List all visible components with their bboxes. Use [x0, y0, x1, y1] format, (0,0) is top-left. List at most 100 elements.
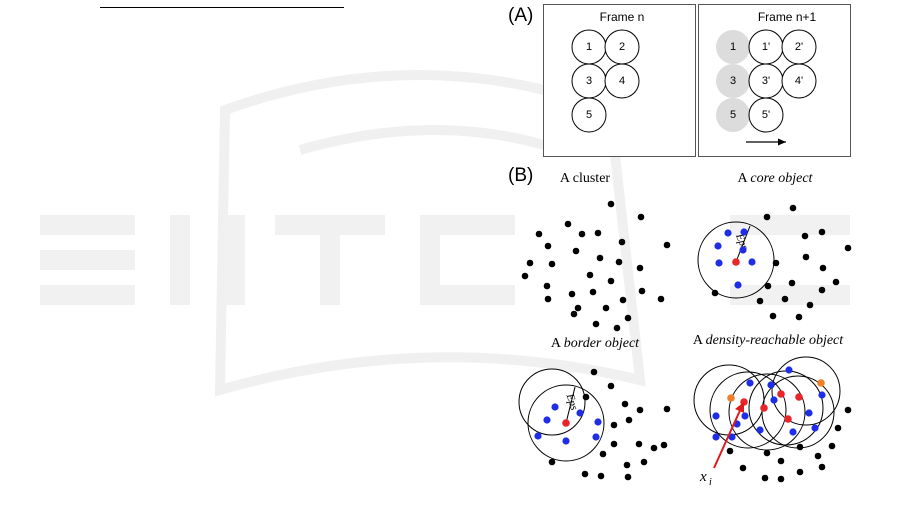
density-neighbor-point: [746, 379, 753, 386]
cluster-point: [569, 291, 576, 298]
core-neighbor-point: [724, 229, 731, 236]
core-noise-point: [712, 290, 719, 297]
border-noise-point: [598, 473, 605, 480]
cluster-point: [597, 255, 604, 262]
density-noise-point: [762, 475, 769, 482]
border-noise-point: [626, 417, 633, 424]
core-neighbor-point: [740, 228, 747, 235]
density-core-point: [784, 415, 792, 423]
border-neighbor-point: [592, 433, 599, 440]
density-neighbor-point: [712, 412, 719, 419]
core-center-point: [732, 258, 740, 266]
frame-n1-circle-label-3: 3': [762, 75, 770, 87]
frame-n-circle-label-5: 5: [586, 109, 592, 121]
border-noise-point: [637, 407, 644, 414]
density-noise-point: [797, 469, 804, 476]
border-eps-label: Eps: [563, 391, 580, 411]
cluster-point: [565, 221, 572, 228]
core-noise-point: [819, 229, 826, 236]
core-noise-point: [803, 254, 810, 261]
density-noise-point: [740, 465, 747, 472]
border-noise-point: [661, 442, 668, 449]
border-noise-point: [651, 445, 658, 452]
cluster-point: [593, 321, 600, 328]
core-noise-point: [764, 214, 771, 221]
border-noise-point: [608, 383, 615, 390]
border-neighbor-point: [576, 409, 583, 416]
cluster-point: [536, 231, 543, 238]
frame-n1-circle-label-4: 4': [795, 75, 803, 87]
core-neighbor-point: [714, 242, 721, 249]
density-core-point: [760, 404, 768, 412]
core-noise-point: [782, 296, 789, 303]
cluster-point: [573, 248, 580, 255]
cluster-point: [549, 261, 556, 268]
cluster-point: [638, 214, 645, 221]
frame-n1-motion-arrow-head: [778, 139, 786, 146]
core-noise-point: [796, 314, 803, 321]
border-neighbor-point: [594, 418, 601, 425]
border-noise-point: [636, 441, 643, 448]
border-core-point: [562, 419, 570, 427]
core-neighbor-point: [715, 259, 722, 266]
density-noise-point: [815, 453, 822, 460]
cluster-point: [522, 273, 529, 280]
border-noise-point: [591, 369, 598, 376]
border-noise-point: [600, 451, 607, 458]
border-noise-point: [622, 401, 629, 408]
core-neighbor-point: [748, 258, 755, 265]
cluster-point: [625, 315, 632, 322]
density-noise-point: [778, 476, 785, 483]
core-noise-point: [765, 283, 772, 290]
density-neighbor-point: [712, 433, 719, 440]
density-outlier-point: [727, 394, 735, 402]
border-noise-point: [582, 471, 589, 478]
border-noise-point: [611, 422, 618, 429]
density-neighbor-point: [818, 391, 825, 398]
border-neighbor-point: [562, 437, 569, 444]
core-noise-point: [807, 302, 814, 309]
density-noise-point: [797, 444, 804, 451]
density-noise-point: [727, 448, 734, 455]
density-neighbor-point: [767, 381, 774, 388]
density-neighbor-point: [789, 428, 796, 435]
frame-n1-circle-label-5: 5': [762, 109, 770, 121]
cluster-point: [619, 239, 626, 246]
core-noise-point: [820, 265, 827, 272]
cluster-point: [590, 289, 597, 296]
core-neighbor-point: [734, 281, 741, 288]
core-neighbor-point: [739, 246, 746, 253]
cluster-point: [571, 311, 578, 318]
cluster-point: [608, 201, 615, 208]
border-noise-point: [664, 406, 671, 413]
border-noise-point: [641, 459, 648, 466]
density-x-label: x: [699, 469, 707, 485]
cluster-point: [575, 305, 582, 312]
frame-n1-circle-label-1: 1': [762, 41, 770, 53]
cluster-point: [658, 296, 665, 303]
core-noise-point: [790, 205, 797, 212]
cluster-point: [527, 260, 534, 267]
cluster-point: [545, 243, 552, 250]
core-noise-point: [770, 313, 777, 320]
frame-n1-ghost-label-1: 1: [730, 41, 736, 53]
density-neighbor-point: [770, 396, 777, 403]
density-neighbor-point: [741, 412, 748, 419]
core-noise-point: [789, 280, 796, 287]
frame-n-circle-label-2: 2: [619, 41, 625, 53]
density-neighbor-point: [785, 366, 792, 373]
density-noise-point: [835, 425, 842, 432]
frame-n-circle-label-3: 3: [586, 75, 592, 87]
border-neighbor-point: [543, 416, 550, 423]
border-neighbor-point: [551, 403, 558, 410]
cluster-point: [579, 231, 586, 238]
density-x-subscript: i: [709, 477, 712, 488]
density-noise-point: [829, 443, 836, 450]
core-noise-point: [833, 279, 840, 286]
density-outlier-point: [817, 379, 825, 387]
cluster-point: [637, 265, 644, 272]
cluster-point: [620, 297, 627, 304]
cluster-point: [616, 259, 623, 266]
border-noise-point: [611, 441, 618, 448]
